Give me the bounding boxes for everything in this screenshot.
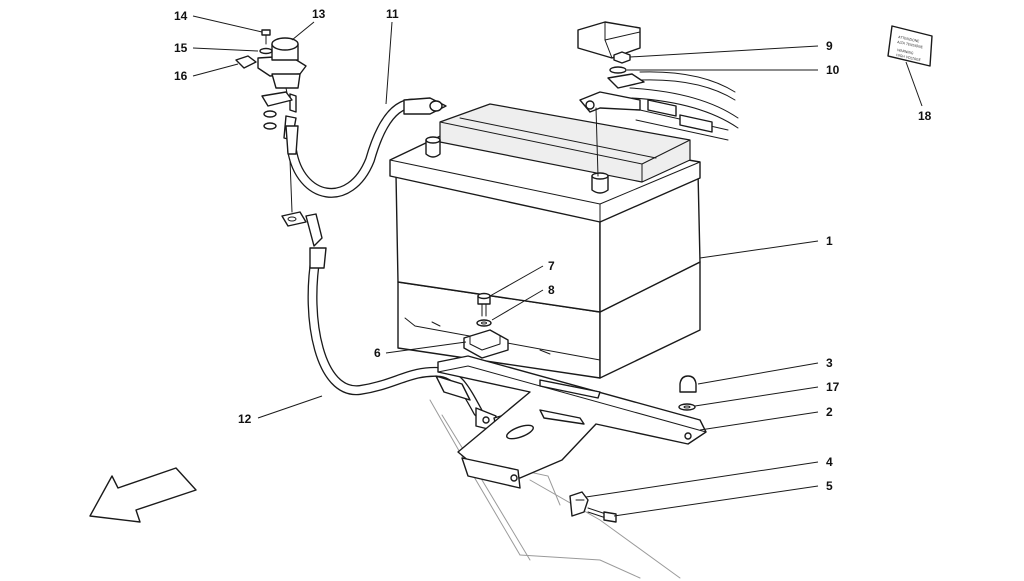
callout-15: 15 [174, 41, 188, 55]
leader-2 [699, 411, 819, 431]
leader-13 [291, 21, 315, 41]
leader-14 [192, 15, 263, 33]
switch-washers-lower [263, 110, 277, 130]
callout-8: 8 [548, 283, 555, 297]
mounting-screw [587, 507, 617, 523]
callout-1: 1 [826, 234, 833, 248]
callout-6: 6 [374, 346, 381, 360]
leader-9 [629, 45, 819, 58]
warning-plate-line-3: WARNING [897, 48, 914, 55]
leader-7 [489, 265, 544, 297]
callout-2: 2 [826, 405, 833, 419]
leader-6 [385, 341, 467, 354]
callout-14: 14 [174, 9, 188, 23]
switch-clip [235, 55, 257, 69]
callout-11: 11 [386, 7, 399, 21]
callout-12: 12 [238, 412, 252, 426]
callout-9: 9 [826, 39, 833, 53]
callout-4: 4 [826, 455, 833, 469]
cap-nut [679, 375, 697, 393]
leader-16 [192, 63, 239, 77]
callout-labels: 1 2 3 4 5 6 7 8 9 10 11 12 13 14 15 16 1… [174, 7, 932, 493]
clamp-bolt [477, 292, 491, 317]
warning-plate-line-4: HIGH VOLTAGE [896, 53, 921, 62]
leader-5 [613, 485, 819, 517]
leader-12 [257, 395, 323, 419]
terminal-cover [577, 21, 641, 59]
battery-tray-bracket [437, 355, 707, 489]
leader-15 [192, 47, 259, 52]
leader-17 [694, 386, 819, 407]
callout-10: 10 [826, 63, 840, 77]
warning-plate-line-1: ATTENZIONE [898, 35, 920, 43]
switch-screw [261, 29, 271, 45]
leader-11 [385, 21, 393, 105]
bracket-washer [678, 403, 696, 411]
positive-cable-harness [579, 71, 739, 177]
leader-lines [192, 15, 923, 517]
terminal-nut [613, 51, 631, 64]
callout-3: 3 [826, 356, 833, 370]
warning-plate-line-2: ALTA TENSIONE [897, 40, 923, 49]
leader-1 [699, 240, 819, 259]
hold-down-clamp [463, 329, 509, 359]
leader-18 [905, 61, 923, 107]
callout-5: 5 [826, 479, 833, 493]
clamp-washer [476, 319, 492, 327]
front-direction-arrow-icon [89, 467, 197, 523]
leader-8 [491, 289, 544, 321]
switch-washer [259, 47, 273, 55]
callout-17: 17 [826, 380, 840, 394]
terminal-washer [609, 66, 627, 74]
callout-13: 13 [312, 7, 326, 21]
battery-terminal-positive [591, 172, 609, 194]
battery [389, 103, 701, 379]
warning-plate: ATTENZIONE ALTA TENSIONE WARNING HIGH VO… [887, 25, 933, 67]
battery-terminal-negative [425, 136, 441, 158]
callout-16: 16 [174, 69, 188, 83]
mounting-bracket [569, 491, 589, 517]
callout-7: 7 [548, 259, 555, 273]
callout-18: 18 [918, 109, 932, 123]
leader-4 [585, 461, 819, 498]
cable-negative-upper [285, 97, 447, 198]
leader-3 [697, 362, 819, 385]
